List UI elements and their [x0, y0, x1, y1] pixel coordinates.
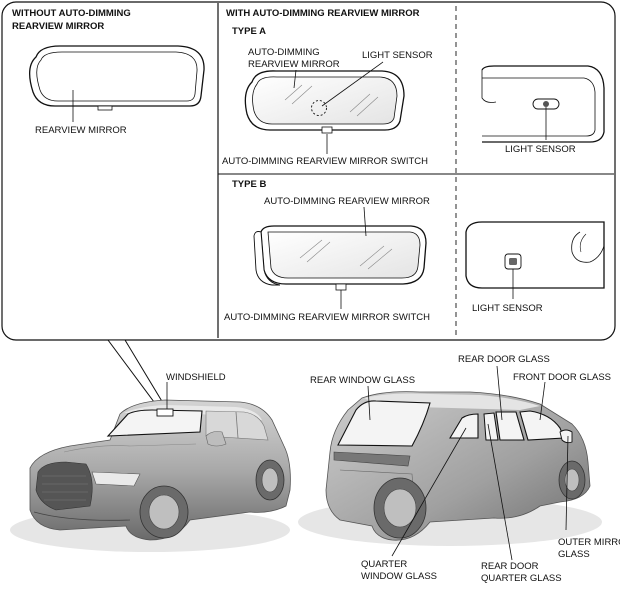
type-a-auto-dimming-mirror [244, 70, 405, 134]
rear-door-quarter-glass-label-1: REAR DOOR [481, 561, 539, 572]
type-a-switch-label: AUTO-DIMMING REARVIEW MIRROR SWITCH [222, 156, 428, 167]
type-b-mirror-label: AUTO-DIMMING REARVIEW MIRROR [264, 196, 430, 207]
with-title: WITH AUTO-DIMMING REARVIEW MIRROR [226, 8, 420, 19]
type-a-mirror-label-2: REARVIEW MIRROR [248, 59, 340, 70]
rearview-mirror-label: REARVIEW MIRROR [35, 125, 127, 136]
type-a-rear-light-sensor-label: LIGHT SENSOR [505, 144, 576, 155]
rear-door-glass-label: REAR DOOR GLASS [458, 354, 550, 365]
outer-mirror-glass-label-2: GLASS [558, 549, 590, 560]
windshield-label: WINDSHIELD [166, 372, 226, 383]
quarter-window-glass-label-2: WINDOW GLASS [361, 571, 437, 582]
type-b-switch-label: AUTO-DIMMING REARVIEW MIRROR SWITCH [224, 312, 430, 323]
without-title-line2: REARVIEW MIRROR [12, 21, 104, 32]
quarter-window-glass-label-1: QUARTER [361, 559, 407, 570]
type-a-light-sensor-label: LIGHT SENSOR [362, 50, 433, 61]
type-b-auto-dimming-mirror [253, 225, 427, 291]
type-b-mirror-back [465, 221, 605, 289]
front-car-illustration [10, 399, 291, 552]
type-b-title: TYPE B [232, 179, 266, 190]
rear-door-quarter-glass-label-2: QUARTER GLASS [481, 573, 562, 584]
rear-car-illustration [298, 391, 602, 546]
front-door-glass-label: FRONT DOOR GLASS [513, 372, 611, 383]
type-a-title: TYPE A [232, 26, 266, 37]
rear-window-glass-label: REAR WINDOW GLASS [310, 375, 415, 386]
basic-rearview-mirror [29, 45, 205, 111]
type-b-rear-light-sensor-label: LIGHT SENSOR [472, 303, 543, 314]
callout-pointer [107, 339, 167, 411]
without-title-line1: WITHOUT AUTO-DIMMING [12, 8, 131, 19]
type-a-mirror-back [481, 65, 605, 143]
outer-mirror-glass-label-1: OUTER MIRROR [558, 537, 620, 548]
windshield-mirror-marker [156, 408, 174, 417]
type-a-mirror-label-1: AUTO-DIMMING [248, 47, 320, 58]
